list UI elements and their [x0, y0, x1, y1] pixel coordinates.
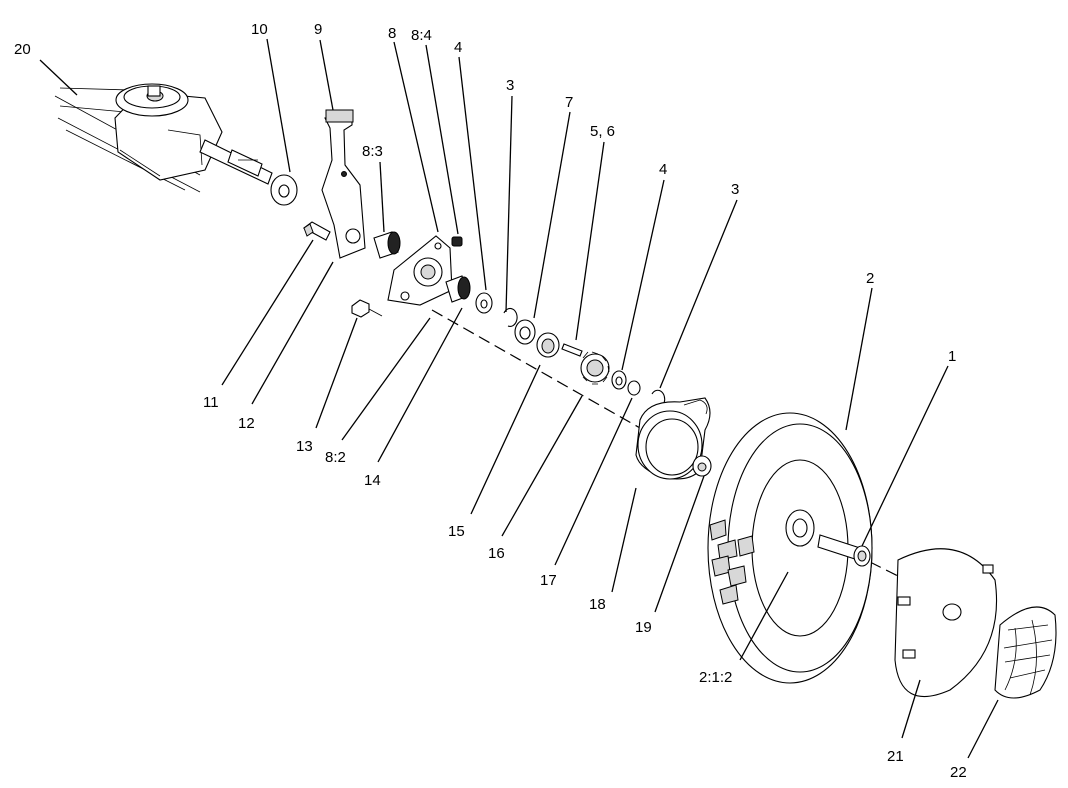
hub-washer-part [692, 455, 712, 477]
callout-18: 18 [589, 596, 606, 613]
callout-13: 13 [296, 438, 313, 455]
pinion-gear-part [580, 351, 610, 385]
wheel-bracket-part [387, 235, 453, 306]
callout-8-2: 8:2 [325, 449, 346, 466]
small-washer-part [475, 292, 493, 314]
grease-fitting-part [451, 236, 463, 247]
pin-part [561, 343, 583, 357]
bearing-part [536, 332, 560, 358]
callout-19: 19 [635, 619, 652, 636]
nut-part [351, 299, 383, 318]
axle-shaft-part [199, 139, 273, 185]
callout-5-6: 5, 6 [590, 123, 615, 140]
small-washer-2-part [611, 370, 627, 390]
callout-8: 8 [388, 25, 396, 42]
leader-lines [39, 38, 999, 759]
callout-20: 20 [14, 41, 31, 58]
callout-17: 17 [540, 572, 557, 589]
decal-part [994, 606, 1057, 699]
height-adjust-lever-part [321, 109, 366, 259]
retaining-ring-part [503, 307, 518, 327]
callout-8-3: 8:3 [362, 143, 383, 160]
washer-part [270, 174, 298, 206]
callout-12: 12 [238, 415, 255, 432]
hub-cup-part [635, 397, 711, 480]
callout-22: 22 [950, 764, 967, 781]
callout-15: 15 [448, 523, 465, 540]
callout-1: 1 [948, 348, 956, 365]
callout-10: 10 [251, 21, 268, 38]
callout-4b: 4 [659, 161, 667, 178]
callout-16: 16 [488, 545, 505, 562]
transmission-housing-part [114, 83, 223, 181]
callout-9: 9 [314, 21, 322, 38]
spacer-part [627, 380, 641, 396]
bolt-part [302, 221, 331, 241]
wheel-part [707, 412, 873, 684]
callout-2-1-2: 2:1:2 [699, 669, 732, 686]
callout-8-4: 8:4 [411, 27, 432, 44]
callout-11: 11 [203, 394, 219, 411]
callout-21: 21 [887, 748, 904, 765]
bushing-upper-part [373, 231, 401, 259]
callout-3b: 3 [731, 181, 739, 198]
bushing-lower-part [445, 275, 471, 303]
hub-cap-part [894, 548, 998, 698]
callout-3a: 3 [506, 77, 514, 94]
callout-2: 2 [866, 270, 874, 287]
callout-14: 14 [364, 472, 381, 489]
callout-7: 7 [565, 94, 573, 111]
thrust-washer-part [514, 319, 536, 345]
callout-4a: 4 [454, 39, 462, 56]
